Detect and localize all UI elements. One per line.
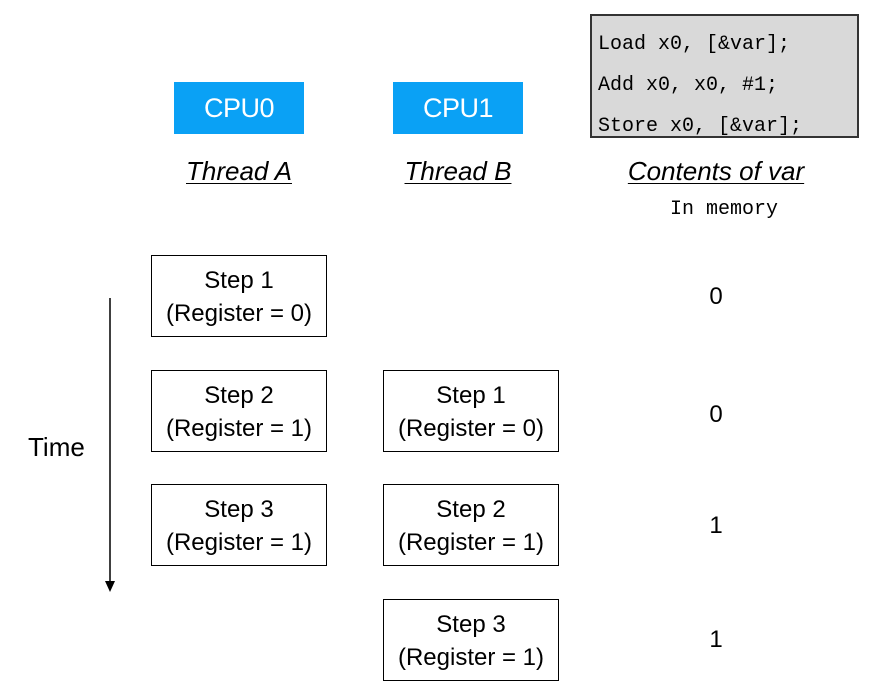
- thread-a-step-3: Step 3 (Register = 1): [151, 484, 327, 566]
- cpu0-label: CPU0: [174, 82, 304, 134]
- register-value: (Register = 0): [397, 415, 545, 442]
- register-value: (Register = 1): [165, 415, 313, 442]
- register-value: (Register = 1): [165, 529, 313, 556]
- register-value: (Register = 1): [397, 644, 545, 671]
- memory-value-1: 0: [709, 283, 723, 310]
- thread-b-step-3: Step 3 (Register = 1): [383, 599, 559, 681]
- thread-b-step-1: Step 1 (Register = 0): [383, 370, 559, 452]
- memory-value-3: 1: [709, 512, 723, 539]
- code-box: Load x0, [&var]; Add x0, x0, #1; Store x…: [590, 14, 859, 138]
- thread-a-header: Thread A: [186, 156, 292, 186]
- register-value: (Register = 1): [397, 529, 545, 556]
- thread-b-header: Thread B: [404, 156, 512, 186]
- code-line-store: Store x0, [&var];: [598, 115, 803, 138]
- code-line-load: Load x0, [&var];: [598, 33, 791, 56]
- step-label: Step 1: [436, 382, 506, 409]
- code-line-add: Add x0, x0, #1;: [598, 74, 779, 97]
- thread-a-step-1: Step 1 (Register = 0): [151, 255, 327, 337]
- time-label: Time: [28, 432, 85, 462]
- memory-value-2: 0: [709, 401, 723, 428]
- step-label: Step 3: [436, 611, 506, 638]
- thread-b-step-2: Step 2 (Register = 1): [383, 484, 559, 566]
- cpu1-label: CPU1: [393, 82, 523, 134]
- thread-a-step-2: Step 2 (Register = 1): [151, 370, 327, 452]
- memory-header: Contents of var: [627, 156, 805, 186]
- memory-note: In memory: [669, 198, 779, 221]
- register-value: (Register = 0): [165, 300, 313, 327]
- step-label: Step 2: [436, 496, 506, 523]
- memory-value-4: 1: [709, 626, 723, 653]
- step-label: Step 3: [204, 496, 274, 523]
- step-label: Step 1: [204, 267, 274, 294]
- time-arrow: [105, 298, 115, 592]
- step-label: Step 2: [204, 382, 274, 409]
